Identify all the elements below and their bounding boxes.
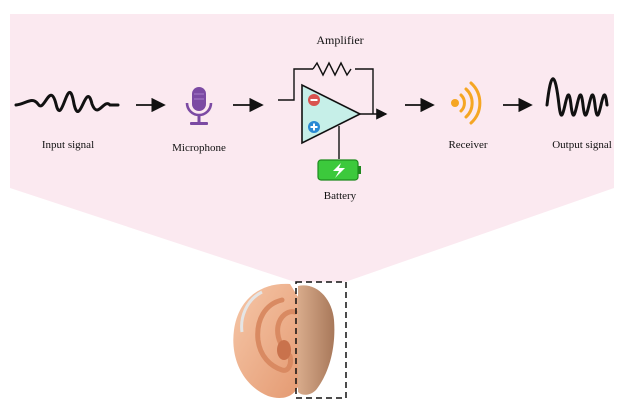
ear-illustration (233, 283, 300, 399)
input-signal-waveform (14, 90, 120, 113)
hearing-aid-highlight-box (295, 281, 347, 399)
output-signal-waveform (545, 77, 609, 117)
amplifier-circuit (278, 61, 388, 159)
battery-label: Battery (323, 190, 357, 202)
hearing-aid-device (298, 285, 335, 395)
output-signal-label: Output signal (552, 139, 612, 151)
battery-icon (317, 159, 361, 181)
input-signal-label: Input signal (41, 139, 95, 151)
background-panel (10, 14, 614, 282)
microphone-label: Microphone (172, 142, 226, 154)
microphone-icon (185, 87, 213, 125)
amplifier-label: Amplifier (316, 33, 364, 47)
sound-waves-icon (451, 81, 482, 125)
receiver-label: Receiver (448, 139, 488, 151)
feedback-resistor (312, 61, 352, 77)
